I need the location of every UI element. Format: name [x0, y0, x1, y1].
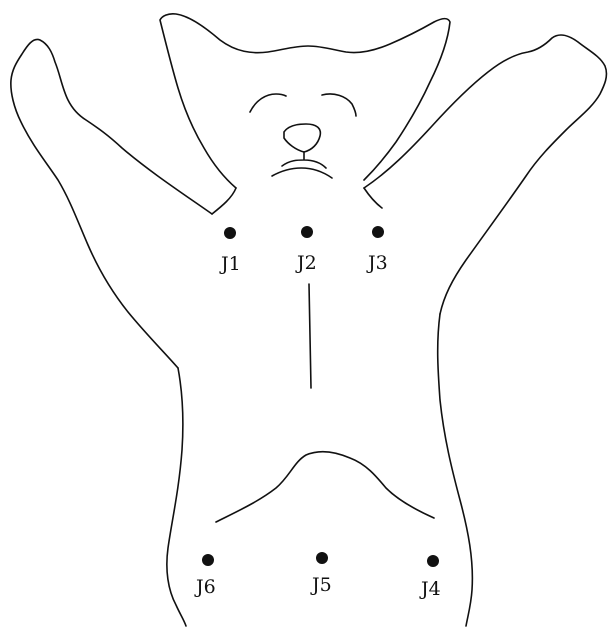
- head-outline: [160, 14, 450, 188]
- chin-outline: [272, 168, 332, 178]
- body-right-outline: [438, 314, 473, 626]
- body-left-outline: [167, 368, 186, 626]
- joint-j4-dot: [427, 555, 439, 567]
- joint-j5-label: J5: [310, 574, 332, 596]
- joint-j5-dot: [316, 552, 328, 564]
- joint-j1-dot: [224, 227, 236, 239]
- nose-outline: [284, 124, 320, 152]
- belly-line: [309, 284, 311, 388]
- right-eye-line: [322, 94, 356, 116]
- left-armpit-outline: [212, 188, 236, 214]
- hip-crease-outline: [216, 452, 434, 522]
- joint-j1-label: J1: [219, 253, 241, 275]
- joint-j3-dot: [372, 226, 384, 238]
- left-arm-outline: [11, 39, 212, 368]
- joint-j6-dot: [202, 554, 214, 566]
- joints-group: J1 J2 J3 J4 J5 J6: [194, 226, 441, 600]
- joint-j4-label: J4: [419, 578, 441, 600]
- joint-j2-label: J2: [295, 252, 317, 274]
- joint-j6-label: J6: [194, 576, 216, 598]
- mouth-outline: [282, 152, 326, 168]
- joint-j2-dot: [301, 226, 313, 238]
- left-eye-line: [250, 94, 286, 112]
- right-arm-outline: [364, 35, 606, 314]
- joint-j3-label: J3: [366, 252, 388, 274]
- right-armpit-outline: [364, 188, 382, 208]
